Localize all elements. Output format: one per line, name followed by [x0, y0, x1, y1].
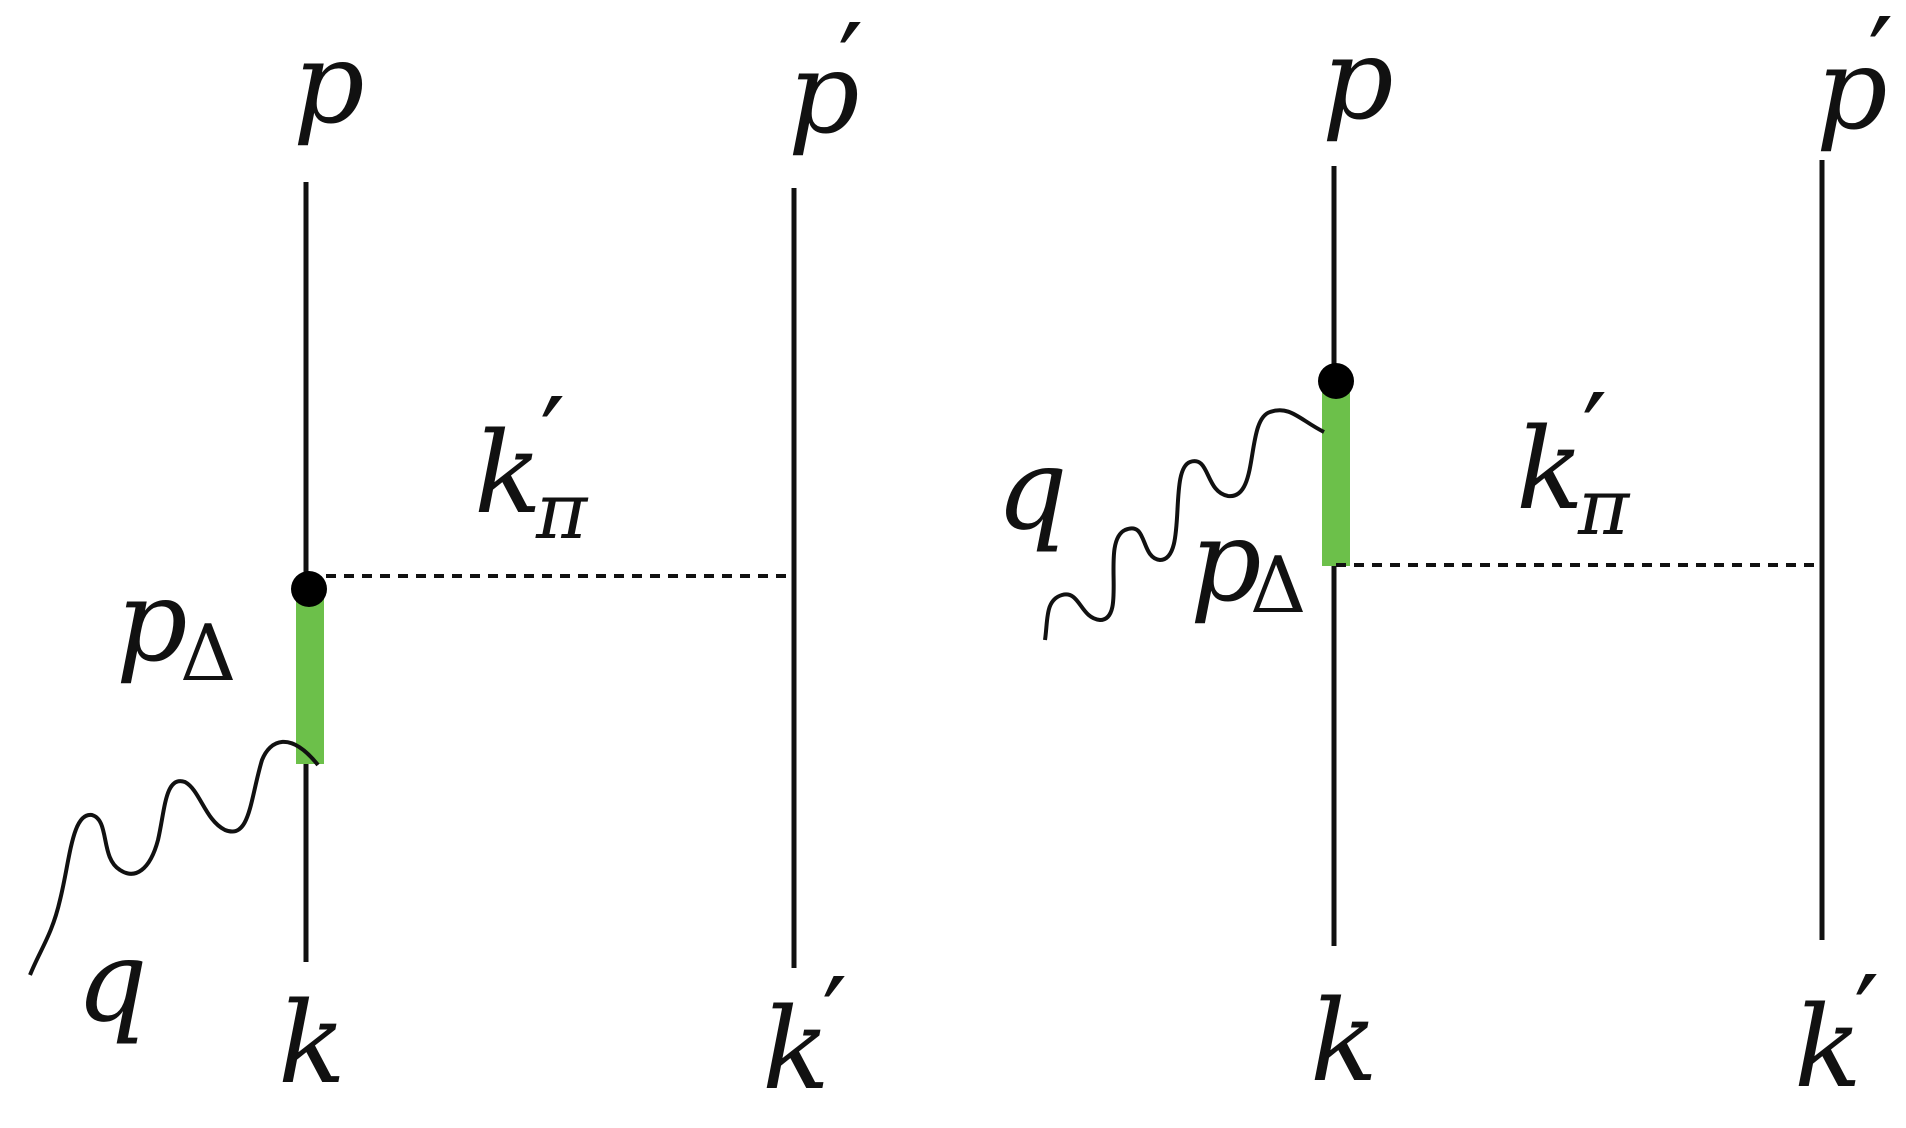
svg-text:p: p	[1190, 497, 1262, 627]
diagram-right: p p ′ k k ′ q k ′ π p Δ	[996, 0, 1893, 1113]
label-pdelta: p Δ	[116, 557, 236, 699]
svg-text:′: ′	[1854, 953, 1879, 1083]
label-k: k	[278, 979, 346, 1109]
label-p-prime: p ′	[788, 1, 863, 159]
vertex-dot	[291, 571, 327, 607]
svg-text:′: ′	[822, 955, 847, 1085]
label-kpi: k ′ π	[1516, 371, 1631, 553]
svg-text:Δ: Δ	[180, 609, 236, 699]
label-k: k	[1310, 977, 1378, 1107]
label-p-prime: p ′	[1816, 0, 1893, 155]
svg-text:′: ′	[1868, 0, 1893, 125]
svg-text:π: π	[535, 467, 589, 557]
label-k-prime: k ′	[1794, 953, 1879, 1113]
svg-text:p: p	[1816, 25, 1888, 155]
label-q: q	[76, 917, 148, 1047]
svg-text:′: ′	[838, 1, 863, 131]
svg-text:′: ′	[540, 375, 565, 505]
vertex-dot	[1318, 363, 1354, 399]
svg-text:k: k	[1516, 405, 1584, 535]
svg-text:k: k	[1794, 983, 1862, 1113]
photon-line	[28, 739, 320, 976]
svg-text:k: k	[762, 985, 830, 1115]
delta-propagator	[296, 586, 324, 764]
label-pdelta: p Δ	[1190, 497, 1306, 631]
label-kpi: k ′ π	[474, 375, 589, 557]
svg-text:′: ′	[1582, 371, 1607, 501]
diagram-left: p p ′ k k ′ q k ′ π p Δ	[28, 1, 863, 1115]
label-q: q	[996, 425, 1068, 555]
svg-text:π: π	[1577, 463, 1631, 553]
svg-text:p: p	[116, 557, 188, 687]
photon-line	[1043, 408, 1325, 641]
label-p: p	[293, 19, 365, 149]
svg-text:k: k	[474, 409, 542, 539]
svg-text:Δ: Δ	[1250, 541, 1306, 631]
label-k-prime: k ′	[762, 955, 847, 1115]
svg-text:p: p	[788, 29, 860, 159]
label-p: p	[1322, 15, 1394, 145]
delta-propagator	[1322, 386, 1350, 566]
